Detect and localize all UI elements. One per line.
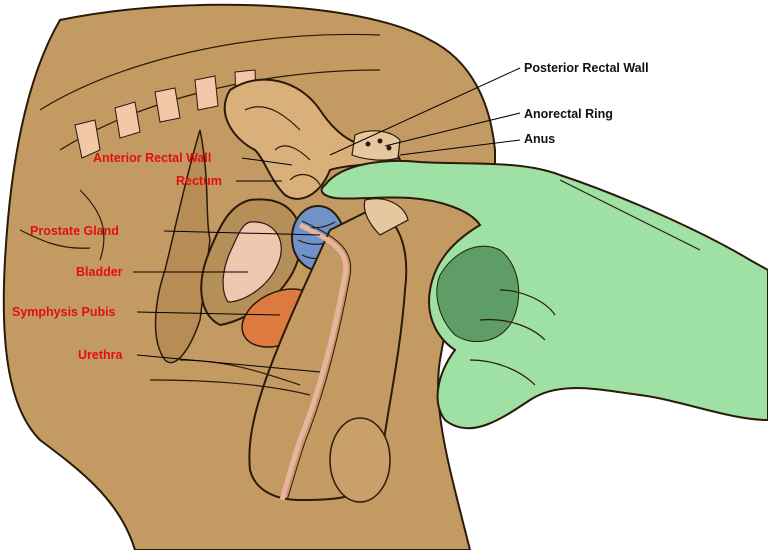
vertebra [154, 87, 181, 123]
label-anus: Anus [524, 132, 555, 146]
bulb [363, 198, 409, 236]
labels: Posterior Rectal Wall Anorectal Ring Anu… [12, 61, 649, 362]
urethra-outline [286, 220, 352, 501]
gloved-hand [320, 159, 768, 430]
label-bladder: Bladder [76, 265, 123, 279]
spine [19, 33, 381, 261]
leader-anterior-rectal-wall [241, 157, 293, 166]
rectum [223, 78, 402, 200]
label-prostate-gland: Prostate Gland [30, 224, 119, 238]
glove-palm-shadow [436, 245, 520, 343]
vertebra [194, 75, 219, 111]
leader-lines [133, 67, 521, 373]
label-anterior-rectal-wall: Anterior Rectal Wall [93, 151, 211, 165]
label-symphysis-pubis: Symphysis Pubis [12, 305, 116, 319]
leader-urethra [136, 354, 321, 373]
label-rectum: Rectum [176, 174, 222, 188]
label-anorectal-ring: Anorectal Ring [524, 107, 613, 121]
vertebra [114, 101, 141, 139]
leader-prostate-gland [163, 230, 321, 236]
label-urethra: Urethra [78, 348, 124, 362]
vertebra [74, 119, 101, 159]
leader-anorectal-ring [384, 112, 521, 147]
bladder-lumen [222, 221, 282, 303]
leader-anus [399, 139, 521, 156]
pelvic-cavity [154, 129, 211, 364]
testis [329, 417, 391, 503]
external-genitalia [149, 198, 409, 503]
leader-posterior-rectal-wall [329, 67, 521, 156]
rectum-wall [223, 78, 402, 200]
urethra-tube [279, 222, 349, 501]
rectum-folds [244, 106, 321, 186]
leader-symphysis-pubis [136, 311, 281, 316]
anal-sphincter [351, 130, 401, 161]
label-posterior-rectal-wall: Posterior Rectal Wall [524, 61, 649, 75]
